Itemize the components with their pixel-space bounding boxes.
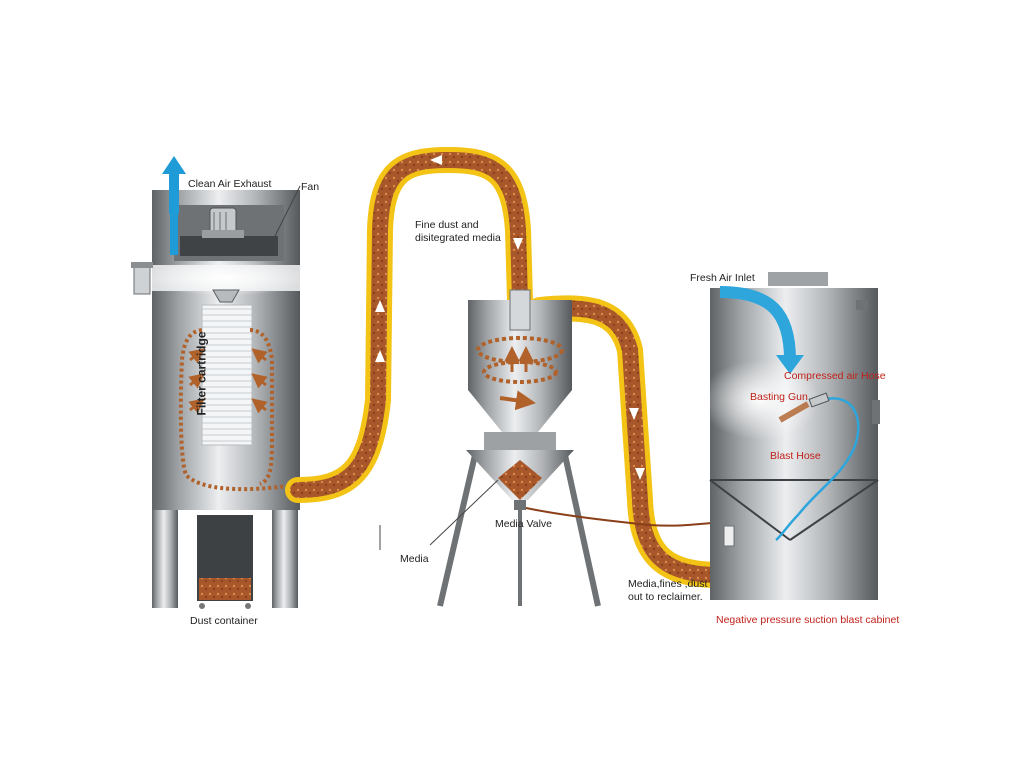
dust-collector <box>131 156 306 609</box>
label-compressed-air-hose: Compressed air Hose <box>784 370 886 382</box>
cyclone-separator <box>437 289 761 607</box>
label-negative-pressure-cabinet: Negative pressure suction blast cabinet <box>716 614 900 626</box>
collector-leg-left <box>152 500 178 608</box>
label-media-valve: Media Valve <box>495 518 553 530</box>
blast-cabinet <box>700 272 880 600</box>
label-fine-dust-2: disitegrated media <box>415 232 501 244</box>
label-dust-container: Dust container <box>190 615 258 627</box>
flow-arrow-icon <box>188 348 268 414</box>
label-fan: Fan <box>301 181 320 193</box>
label-media-fines-2: out to reclaimer. <box>628 591 703 603</box>
label-fresh-air-inlet: Fresh Air Inlet <box>690 272 755 284</box>
filter-cartridge <box>201 304 253 446</box>
label-basting-gun: Basting Gun <box>750 391 808 403</box>
up-arrow-icon <box>162 156 186 214</box>
pressure-gauge-icon <box>131 262 153 295</box>
label-media: Media <box>400 553 429 565</box>
label-media-fines-1: Media,fines ,dust <box>628 578 708 590</box>
label-fine-dust-1: Fine dust and <box>415 219 479 231</box>
label-clean-air-exhaust: Clean Air Exhaust <box>188 178 272 190</box>
label-blast-hose: Blast Hose <box>770 450 821 462</box>
fan-motor-icon <box>202 207 244 238</box>
label-filter-cartridge: Filter cartridge <box>194 331 209 416</box>
collector-leg-right <box>272 500 298 608</box>
flow-chevrons <box>375 155 645 480</box>
